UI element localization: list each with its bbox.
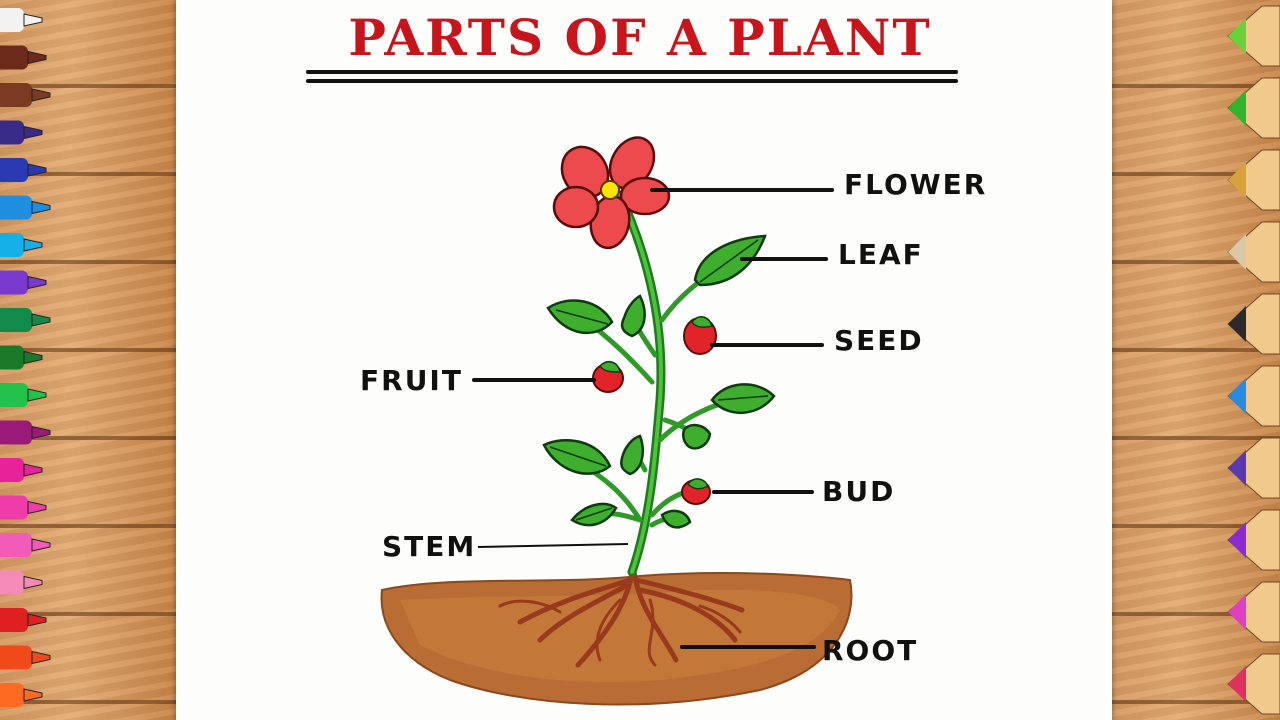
marker-tip bbox=[23, 350, 43, 365]
marker-pen bbox=[0, 645, 32, 670]
marker-tip bbox=[23, 238, 43, 252]
marker-tip bbox=[31, 200, 51, 215]
flower-center bbox=[600, 180, 620, 200]
marker-tip bbox=[23, 688, 43, 702]
pencil-tip bbox=[1228, 450, 1246, 486]
page-title: PARTS OF A PLANT bbox=[348, 8, 932, 67]
marker-tip bbox=[31, 650, 51, 665]
marker-pen bbox=[0, 570, 24, 595]
marker-pen bbox=[0, 83, 32, 107]
marker-tip bbox=[31, 425, 51, 440]
title-underline-top bbox=[306, 70, 958, 74]
pencil-tip bbox=[1228, 378, 1246, 414]
pencil-tip bbox=[1228, 90, 1246, 126]
marker-tip bbox=[27, 500, 47, 515]
pencil-tip bbox=[1228, 594, 1246, 630]
marker-tip bbox=[27, 275, 47, 290]
title-underline-bottom bbox=[306, 79, 958, 83]
marker-pen bbox=[0, 308, 32, 332]
marker-tip bbox=[23, 575, 43, 590]
pencil-tip bbox=[1228, 18, 1246, 54]
label-root: ROOT bbox=[822, 634, 919, 667]
marker-tip bbox=[23, 463, 43, 477]
label-fruit: FRUIT bbox=[360, 364, 463, 397]
pencil-tip bbox=[1228, 234, 1246, 270]
marker-tip bbox=[27, 50, 47, 65]
marker-pen bbox=[0, 45, 28, 70]
marker-tip bbox=[31, 313, 51, 327]
marker-pens-decor bbox=[0, 8, 51, 707]
label-bud: BUD bbox=[822, 475, 896, 508]
pencil-tip bbox=[1228, 666, 1246, 702]
label-leaf: LEAF bbox=[838, 238, 924, 271]
marker-pen bbox=[0, 345, 24, 370]
marker-tip bbox=[31, 88, 51, 102]
pencil-tip bbox=[1228, 522, 1246, 558]
marker-tip bbox=[23, 13, 43, 27]
leader-lines bbox=[472, 188, 834, 649]
marker-pen bbox=[0, 495, 28, 520]
pencil-tip bbox=[1228, 306, 1246, 342]
stem-leader-line bbox=[477, 543, 629, 548]
pencil-tip bbox=[1228, 162, 1246, 198]
label-flower: FLOWER bbox=[844, 168, 988, 201]
marker-pen bbox=[0, 195, 32, 220]
marker-pen bbox=[0, 420, 32, 445]
marker-pen bbox=[0, 158, 28, 182]
marker-pen bbox=[0, 458, 24, 482]
marker-pen bbox=[0, 533, 32, 557]
label-seed: SEED bbox=[834, 324, 924, 357]
marker-pen bbox=[0, 383, 28, 407]
marker-pen bbox=[0, 608, 28, 632]
marker-tip bbox=[27, 388, 47, 402]
marker-pen bbox=[0, 8, 24, 32]
marker-pen bbox=[0, 683, 24, 707]
marker-tip bbox=[27, 163, 47, 177]
marker-pen bbox=[0, 270, 28, 295]
marker-pen bbox=[0, 233, 24, 257]
label-stem: STEM bbox=[382, 530, 477, 563]
roots bbox=[498, 569, 745, 668]
marker-tip bbox=[27, 613, 47, 627]
marker-pen bbox=[0, 120, 24, 145]
marker-tip bbox=[31, 538, 51, 552]
colored-pencils-decor bbox=[1227, 5, 1280, 715]
marker-tip bbox=[23, 125, 43, 140]
